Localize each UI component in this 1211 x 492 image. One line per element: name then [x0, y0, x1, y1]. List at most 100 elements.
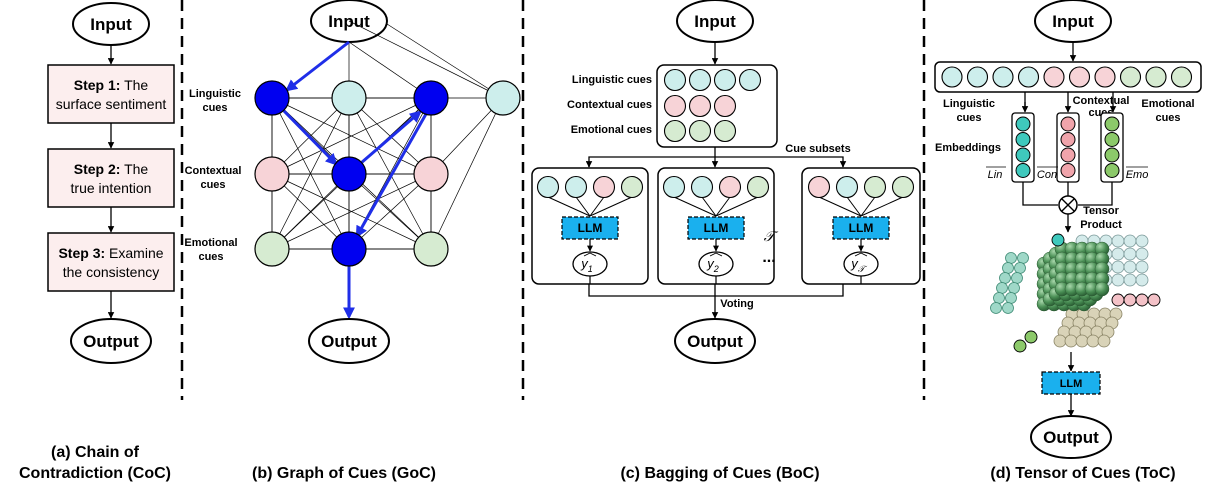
goc-label-emotional-1: Emotional: [184, 237, 237, 249]
toc-tensor-cyan: [1123, 234, 1137, 248]
boc-hat: [860, 252, 868, 257]
goc-edge: [271, 173, 350, 250]
boc-cue-circle: [688, 94, 712, 118]
toc-tensor-pink: [1123, 293, 1137, 307]
goc-cue-node: [485, 80, 521, 116]
toc-strip-circles: [941, 66, 1193, 88]
goc-output-node: [308, 318, 390, 364]
boc-subset-circle: [863, 175, 887, 199]
toc-embedding-circle: [1060, 147, 1076, 163]
boc-subset-circle: [592, 175, 616, 199]
toc-tensor-beige: [1064, 334, 1078, 348]
coc-step-3-box: [47, 232, 175, 292]
toc-embedding-circle: [1060, 116, 1076, 132]
toc-embedding-circle: [1015, 132, 1031, 147]
goc-cue-node: [413, 80, 449, 116]
boc-llm-label: LLM: [578, 221, 603, 235]
coc-output-node: [70, 318, 152, 364]
toc-strip-circle: [1068, 66, 1091, 88]
goc-edge: [271, 173, 432, 250]
toc-feed-lines: [1021, 92, 1117, 113]
coc-output-label: Output: [83, 332, 139, 351]
boc-label-contextual: Contextual cues: [567, 99, 652, 111]
toc-tensor-pink: [1135, 293, 1149, 307]
toc-label-linguistic-1: Linguistic: [943, 98, 995, 110]
toc-tensor-cyan: [1135, 247, 1149, 261]
boc-label-emotional: Emotional cues: [571, 124, 652, 136]
toc-tensor-teal: [1008, 282, 1020, 294]
toc-tensor-teal: [1011, 272, 1023, 284]
toc-tensor-cube: [990, 233, 1161, 353]
boc-subset-circle: [807, 175, 831, 199]
boc-hat: [709, 252, 717, 257]
boc-voting-label: Voting: [720, 298, 753, 310]
toc-tensor-cyan: [1123, 247, 1137, 261]
toc-tensor-pink: [1111, 293, 1125, 307]
boc-output-pred-label: y𝒯: [850, 256, 868, 274]
boc-subset-edge: [846, 196, 862, 217]
goc-cue-node: [413, 156, 449, 192]
toc-tensor-beige: [1097, 334, 1111, 348]
coc-step-1-line1: Step 1: The: [74, 77, 149, 93]
toc-vec-labels: Lin Con Emo: [986, 166, 1148, 181]
boc-cue-circle: [663, 119, 687, 143]
toc-embeddings-label: Embeddings: [935, 142, 1001, 154]
boc-cue-circle: [713, 119, 737, 143]
boc-subset-edge: [818, 196, 862, 217]
toc-strip-circle: [1094, 66, 1116, 88]
boc-subset-edge: [575, 196, 591, 217]
toc-tensor-cyan: [1135, 234, 1149, 248]
boc-output-label: Output: [687, 332, 743, 351]
coc-step-1-line2: surface sentiment: [56, 96, 167, 112]
goc-edge: [271, 97, 432, 175]
toc-embedding-circle: [1104, 147, 1120, 163]
toc-tensor-teal: [993, 292, 1005, 304]
toc-tensor-beige: [1086, 334, 1100, 348]
toc-embedding-circle: [1060, 163, 1076, 178]
boc-hat: [854, 252, 862, 257]
toc-vec-con: Con: [1037, 169, 1057, 181]
toc-tensor-teal-extra: [1051, 233, 1065, 247]
panel-tensor-of-cues: Input Linguistic cues Contextual cues Em…: [934, 0, 1202, 482]
toc-label-emotional-1: Emotional: [1141, 98, 1194, 110]
goc-edge: [430, 97, 504, 250]
boc-subset-edge: [589, 196, 633, 217]
panel-separators: [180, 0, 926, 400]
toc-strip-circle: [966, 66, 989, 88]
toc-tensor-beige: [1053, 334, 1067, 348]
boc-subset-edge: [715, 196, 731, 217]
toc-strip-circle: [1170, 66, 1193, 88]
toc-tensor-label-2: Product: [1080, 219, 1122, 231]
toc-tensor-teal: [996, 282, 1008, 294]
toc-tensor-teal: [999, 272, 1011, 284]
toc-embedding-circle: [1104, 132, 1120, 147]
toc-label-linguistic-2: cues: [956, 112, 981, 124]
goc-cue-node: [331, 80, 367, 116]
boc-subset-circle: [564, 175, 588, 199]
toc-tensor-cyan: [1111, 260, 1125, 274]
toc-strip-circle: [1043, 66, 1065, 88]
boc-subset-edge: [589, 196, 605, 217]
boc-split-lines: [585, 147, 847, 168]
toc-strip-circle: [992, 66, 1014, 88]
coc-caption-line1: (a) Chain of: [51, 444, 140, 461]
toc-strip-circle: [941, 66, 963, 88]
toc-merge-lines: [1022, 182, 1113, 233]
goc-path-edge: [281, 108, 338, 166]
toc-embedding-vectors: [1011, 112, 1124, 183]
goc-cue-node: [254, 231, 290, 267]
coc-step-2-box: [47, 148, 175, 208]
boc-subset-edge: [715, 196, 759, 217]
toc-tensor-teal: [990, 302, 1002, 314]
boc-input-label: Input: [694, 12, 736, 31]
boc-cue-circle: [663, 94, 687, 118]
goc-path-edge: [285, 40, 350, 92]
coc-input-label: Input: [90, 15, 132, 34]
boc-cue-circles: [663, 68, 762, 143]
boc-llm-label: LLM: [849, 221, 874, 235]
toc-label-contextual-1: Contextual: [1073, 95, 1130, 107]
toc-tensor-cyan: [1111, 273, 1125, 287]
toc-tensor-beige: [1075, 334, 1089, 348]
